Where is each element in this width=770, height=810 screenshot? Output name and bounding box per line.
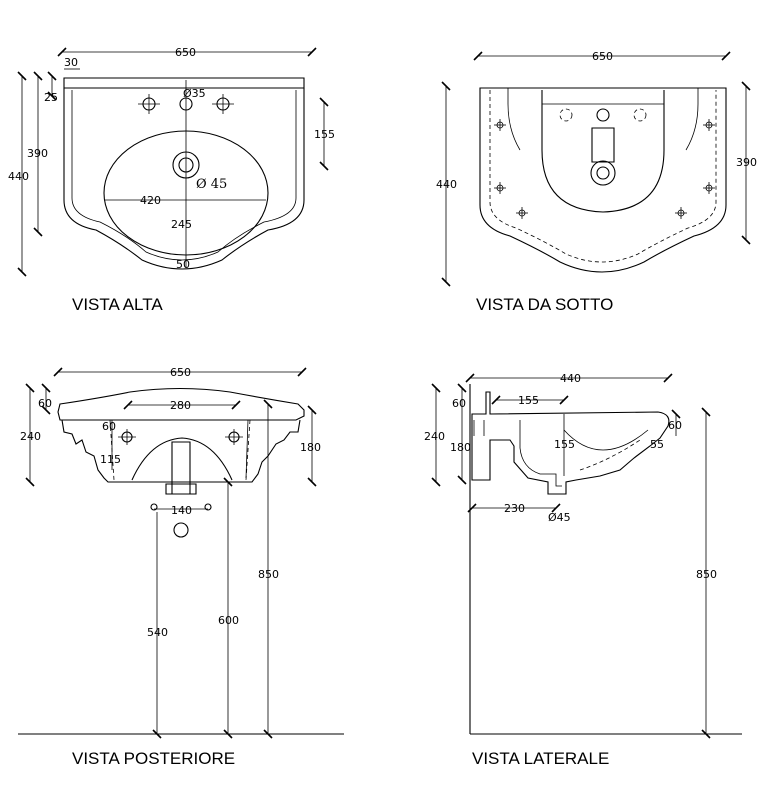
- rear-view: 650 280 240 60 60 115: [18, 366, 344, 768]
- side-view-title: VISTA LATERALE: [472, 749, 609, 768]
- top-dim-30: 30: [64, 56, 78, 69]
- side-dim-60: 60: [452, 397, 466, 410]
- side-dim-850: 850: [696, 568, 717, 581]
- side-dim-230: 230: [504, 502, 525, 515]
- top-dia-35: Ø35: [183, 87, 206, 100]
- bottom-dim-width: 650: [592, 50, 613, 63]
- top-view-title: VISTA ALTA: [72, 295, 163, 314]
- side-dim-60r: 60: [668, 419, 682, 432]
- top-dim-50: 50: [176, 258, 190, 271]
- bottom-view: 650 440 39: [436, 50, 757, 314]
- rear-dim-60a: 60: [38, 397, 52, 410]
- rear-dim-850: 850: [258, 568, 279, 581]
- rear-dim-540: 540: [147, 626, 168, 639]
- top-dim-width: 650: [175, 46, 196, 59]
- top-dim-25: 25: [44, 91, 58, 104]
- rear-dim-280: 280: [170, 399, 191, 412]
- fixing-point-icon: [494, 119, 715, 219]
- side-dim-180: 180: [450, 441, 471, 454]
- side-dim-440: 440: [560, 372, 581, 385]
- rear-dim-140: 140: [171, 504, 192, 517]
- side-dim-55: 55: [650, 438, 664, 451]
- rear-view-title: VISTA POSTERIORE: [72, 749, 235, 768]
- bottom-dim-390: 390: [736, 156, 757, 169]
- rear-dim-600: 600: [218, 614, 239, 627]
- top-view: 650 30 25 390: [8, 46, 335, 314]
- top-dim-420: 420: [140, 194, 161, 207]
- side-dia-45: Ø45: [548, 511, 571, 524]
- side-dim-155b: 155: [554, 438, 575, 451]
- rear-dim-180: 180: [300, 441, 321, 454]
- side-dim-155a: 155: [518, 394, 539, 407]
- top-dim-245: 245: [171, 218, 192, 231]
- top-dia-45: Ø 45: [196, 177, 227, 192]
- top-dim-390: 390: [27, 147, 48, 160]
- rear-dim-115: 115: [100, 453, 121, 466]
- top-dim-440: 440: [8, 170, 29, 183]
- bottom-dim-440: 440: [436, 178, 457, 191]
- side-view: 440 155 155 240 60 180 60 55: [424, 372, 742, 768]
- rear-dim-60b: 60: [102, 420, 116, 433]
- side-dim-240: 240: [424, 430, 445, 443]
- bottom-view-title: VISTA DA SOTTO: [476, 295, 613, 314]
- rear-dim-240: 240: [20, 430, 41, 443]
- top-dim-155: 155: [314, 128, 335, 141]
- rear-dim-width: 650: [170, 366, 191, 379]
